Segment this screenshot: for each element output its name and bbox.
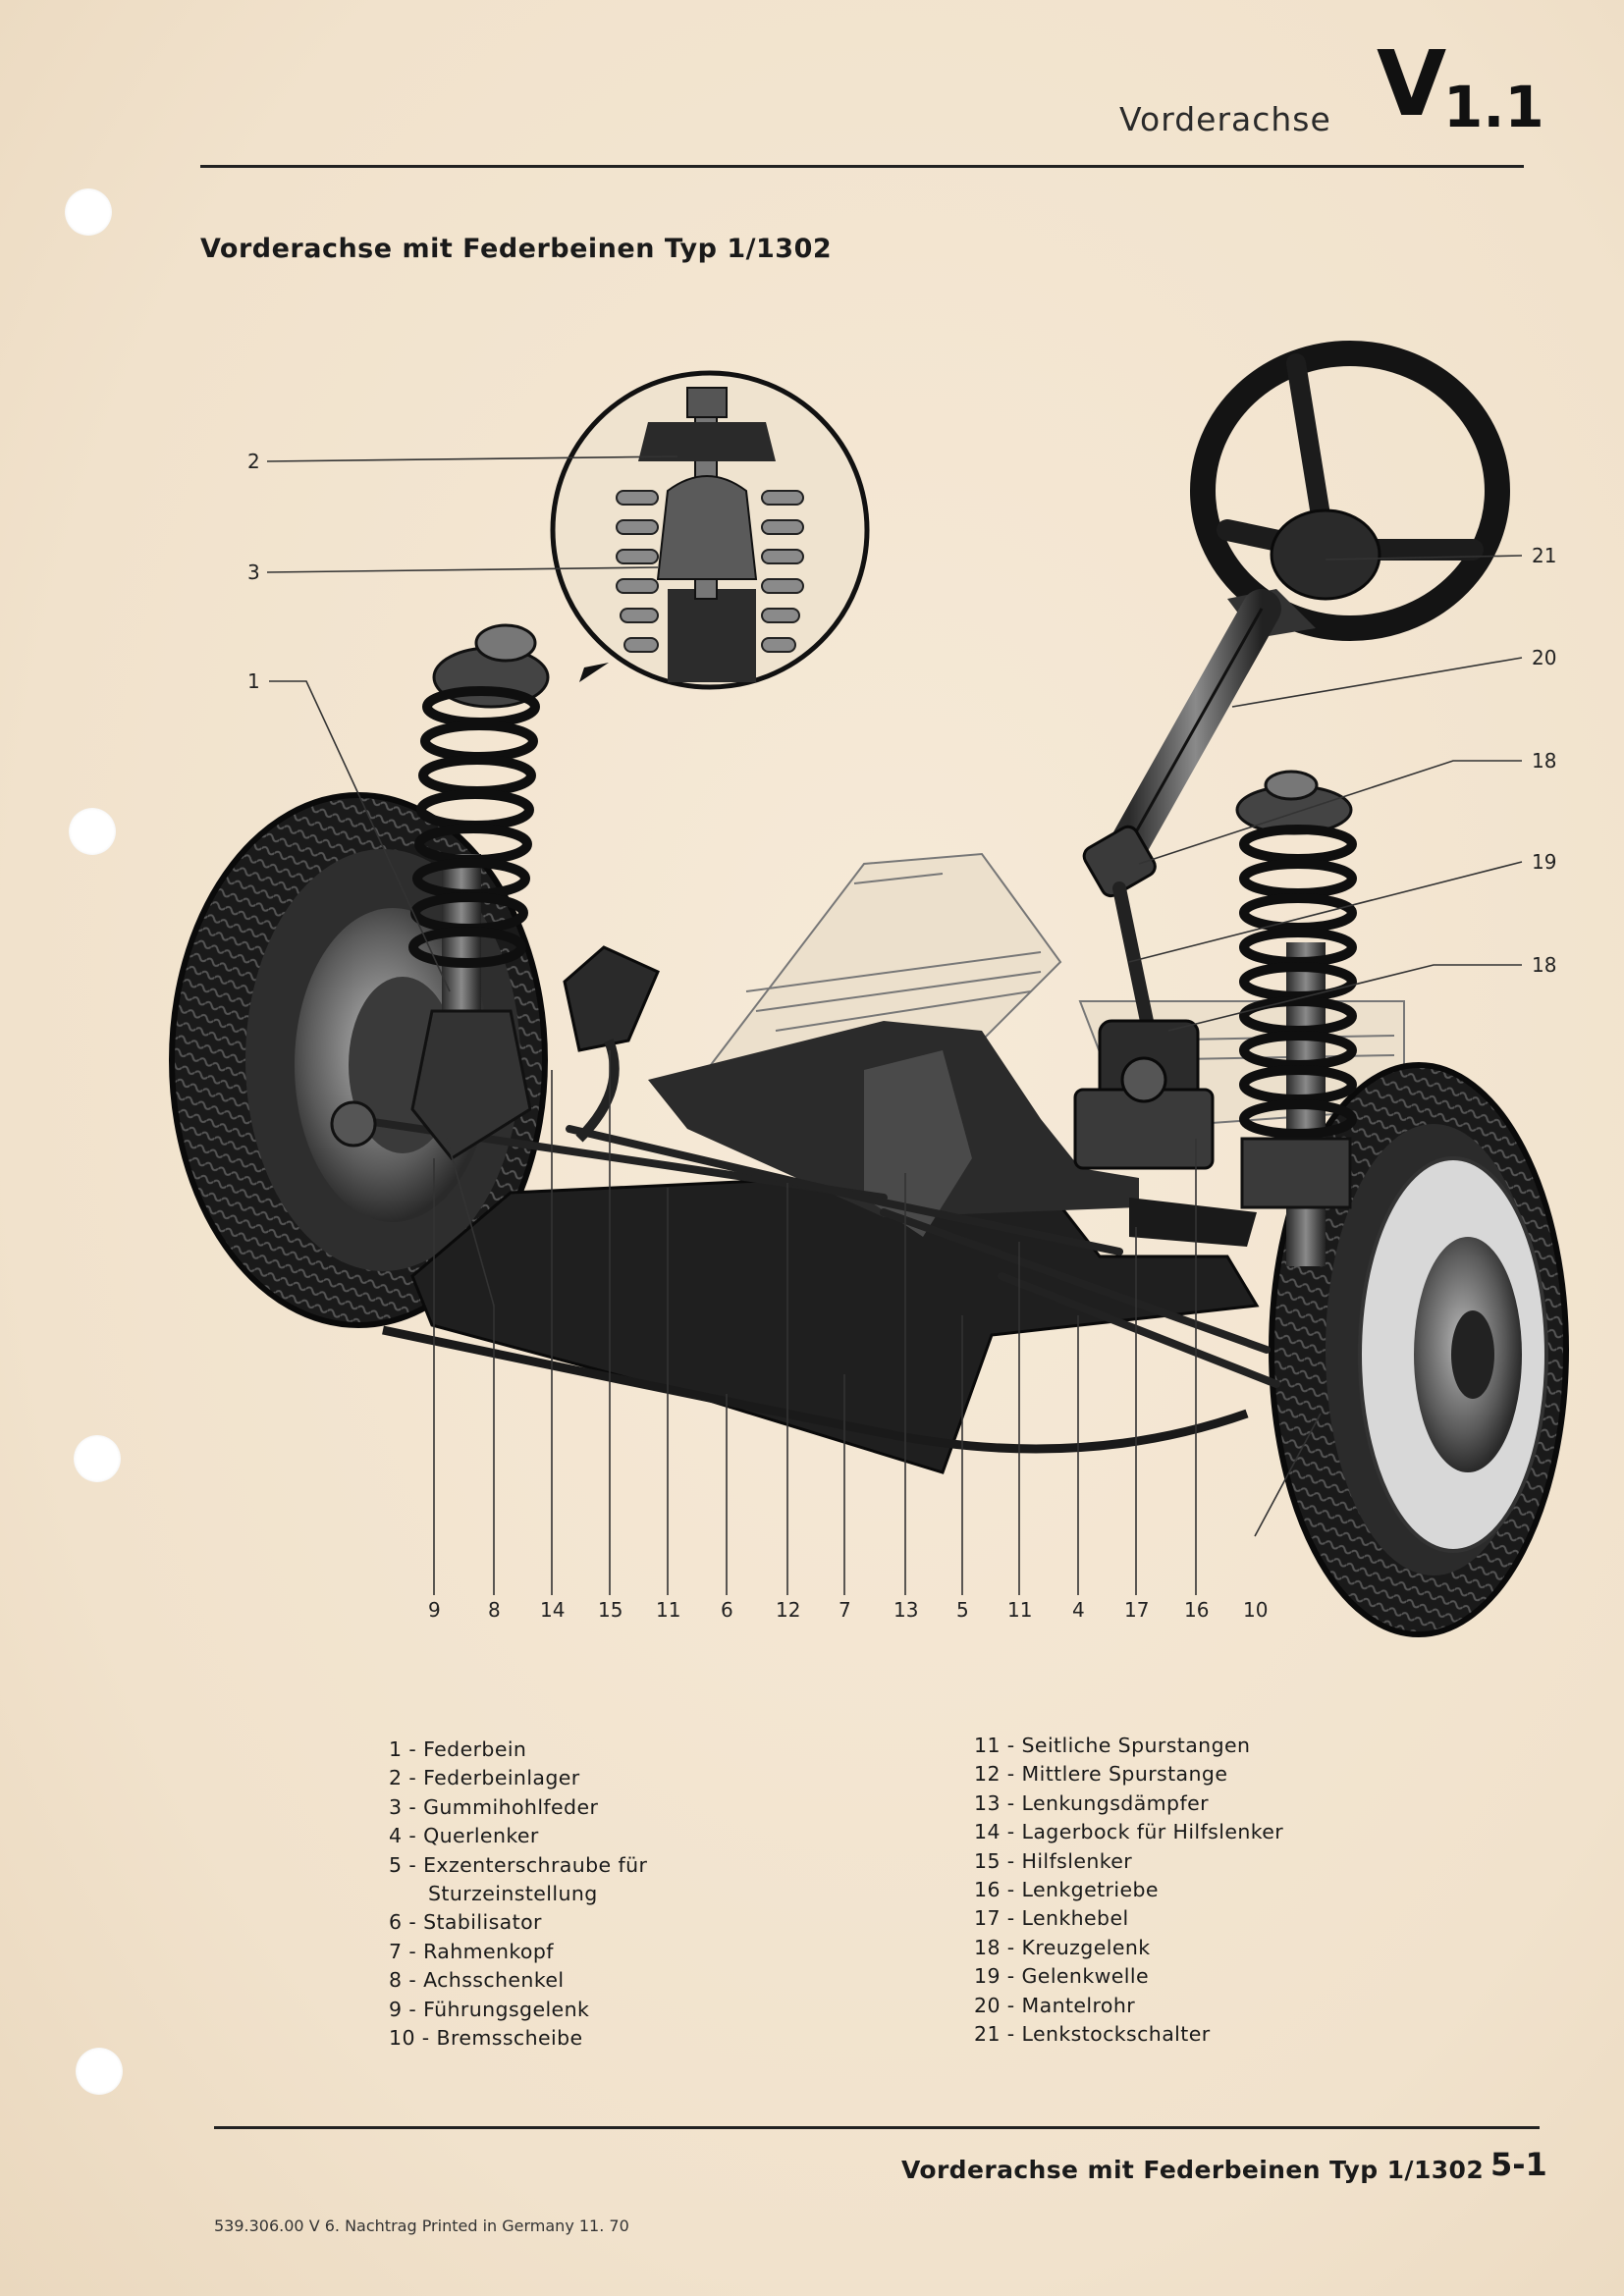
callout-label: 14 xyxy=(540,1598,566,1622)
axle-beam xyxy=(410,1021,1260,1474)
legend-item: 3 - Gummihohlfeder xyxy=(389,1794,599,1819)
punch-hole xyxy=(74,1435,121,1482)
legend-item: 2 - Federbeinlager xyxy=(389,1766,580,1790)
header-rule xyxy=(200,165,1524,168)
callout-label: 19 xyxy=(1532,850,1557,874)
callout-label: 9 xyxy=(428,1598,441,1622)
legend-item: 8 - Achsschenkel xyxy=(389,1968,565,1993)
callout-label: 13 xyxy=(893,1598,919,1622)
parts-legend-left: 1 - Federbein 2 - Federbeinlager 3 - Gum… xyxy=(389,1735,647,2053)
legend-item: 15 - Hilfslenker xyxy=(974,1848,1133,1873)
right-spring xyxy=(1239,825,1357,1139)
section-name: Vorderachse xyxy=(1119,100,1331,138)
steering-wheel xyxy=(1190,341,1510,641)
punch-hole xyxy=(65,188,112,236)
legend-item: 1 - Federbein xyxy=(389,1737,527,1761)
page-title: Vorderachse mit Federbeinen Typ 1/1302 xyxy=(200,234,833,264)
legend-item: 16 - Lenkgetriebe xyxy=(974,1878,1159,1902)
callout-label: 3 xyxy=(247,561,260,584)
legend-item: 13 - Lenkungsdämpfer xyxy=(974,1790,1209,1815)
legend-item: 11 - Seitliche Spurstangen xyxy=(974,1734,1251,1757)
legend-item: 18 - Kreuzgelenk xyxy=(974,1935,1151,1959)
callout-label: 7 xyxy=(839,1598,851,1622)
legend-item: 17 - Lenkhebel xyxy=(974,1906,1129,1931)
legend-item: 10 - Bremsscheibe xyxy=(389,2026,583,2051)
punch-hole xyxy=(76,2048,123,2095)
strut-bearing-detail-inset xyxy=(550,370,870,690)
legend-item: 7 - Rahmenkopf xyxy=(389,1939,554,1963)
legend-item: 14 - Lagerbock für Hilfslenker xyxy=(974,1820,1284,1844)
callout-label: 11 xyxy=(656,1598,681,1622)
left-knuckle xyxy=(330,1009,532,1160)
leader-lines xyxy=(266,455,1523,1595)
callout-label: 16 xyxy=(1184,1598,1210,1622)
callout-label: 1 xyxy=(247,669,260,693)
callout-label: 10 xyxy=(1243,1598,1269,1622)
section-code-number: 1.1 xyxy=(1443,74,1544,140)
callout-label: 17 xyxy=(1124,1598,1150,1622)
callout-label: 6 xyxy=(721,1598,733,1622)
auxiliary-arm-bracket xyxy=(563,945,660,1143)
right-strut-base xyxy=(1240,1137,1352,1209)
universal-joint-upper xyxy=(1082,825,1157,898)
stabilizer-bar xyxy=(382,1325,1249,1454)
callout-label: 12 xyxy=(776,1598,801,1622)
section-code-letter: V xyxy=(1377,31,1447,136)
footer-rule xyxy=(214,2126,1540,2129)
page-number: 5-1 xyxy=(1490,2146,1547,2183)
legend-item: 21 - Lenkstockschalter xyxy=(974,2022,1211,2047)
steering-gearbox xyxy=(1073,1019,1215,1170)
callout-label: 20 xyxy=(1532,646,1557,669)
legend-item: 19 - Gelenkwelle xyxy=(974,1964,1149,1989)
callout-label: 4 xyxy=(1072,1598,1085,1622)
callout-label: 15 xyxy=(598,1598,623,1622)
steering-column-edge xyxy=(1127,608,1264,845)
callout-label: 2 xyxy=(247,450,260,473)
print-line: 539.306.00 V 6. Nachtrag Printed in Germ… xyxy=(214,2216,629,2235)
punch-hole xyxy=(69,808,116,855)
callout-label: 18 xyxy=(1532,749,1557,773)
callout-label: 5 xyxy=(956,1598,969,1622)
legend-item: 4 - Querlenker xyxy=(389,1824,539,1848)
callout-label: 11 xyxy=(1007,1598,1033,1622)
callout-label: 21 xyxy=(1532,544,1557,567)
callout-label: 8 xyxy=(488,1598,501,1622)
steering-shaft xyxy=(1112,881,1156,1038)
legend-item: 6 - Stabilisator xyxy=(389,1910,542,1935)
footer-title: Vorderachse mit Federbeinen Typ 1/1302 xyxy=(901,2156,1485,2184)
legend-item: 9 - Führungsgelenk xyxy=(389,1997,590,2021)
legend-item-continuation: Sturzeinstellung xyxy=(428,1882,598,1906)
callout-label: 18 xyxy=(1532,953,1557,977)
left-spring xyxy=(408,686,540,968)
legend-item: 12 - Mittlere Spurstange xyxy=(974,1762,1228,1787)
legend-item: 20 - Mantelrohr xyxy=(974,1993,1136,2017)
parts-legend-right: 11 - Seitliche Spurstangen 12 - Mittlere… xyxy=(974,1732,1283,2049)
legend-item: 5 - Exzenterschraube für xyxy=(389,1852,648,1877)
